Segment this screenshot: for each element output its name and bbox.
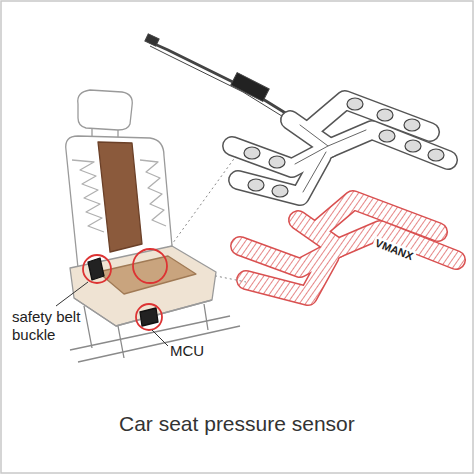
- sensor-footprint: [240, 200, 456, 296]
- sensor-mat: [295, 125, 366, 192]
- car-seat: [66, 136, 172, 268]
- car-seat: [133, 249, 167, 283]
- sensor-mat: [244, 98, 444, 197]
- car-seat: [98, 256, 196, 294]
- car-seat: [78, 90, 133, 130]
- car-seat: [72, 160, 104, 232]
- sensor-mat: [232, 100, 448, 196]
- caption: Car seat pressure sensor: [119, 412, 355, 436]
- part-label: safety belt buckle: [12, 308, 112, 344]
- sensor-cable: [231, 73, 269, 102]
- car-seat: [136, 304, 162, 330]
- sensor-cable: [150, 42, 300, 122]
- sensor-mat: [238, 156, 322, 196]
- sensor-mat: [379, 130, 395, 142]
- car-seat: [98, 142, 142, 252]
- sensor-mat: [347, 98, 363, 110]
- leader-line: [56, 282, 88, 306]
- car-seat: [83, 255, 111, 283]
- sensor-cable: [145, 34, 300, 126]
- car-seat: [70, 246, 216, 326]
- sensor-cable: [150, 46, 298, 126]
- part-label: MCU: [170, 342, 204, 360]
- sensor-cable: [145, 34, 159, 46]
- sensor-mat: [232, 98, 448, 197]
- car-seat: [140, 160, 166, 226]
- sensor-footprint: [246, 256, 330, 296]
- sensor-mat: [238, 156, 322, 196]
- car-seat: [140, 308, 158, 326]
- car-seat: [66, 90, 240, 362]
- projection-line: [162, 156, 236, 258]
- sensor-mat: [330, 130, 448, 160]
- sensor-mat: [232, 100, 448, 196]
- sensor-footprint: [240, 200, 456, 296]
- sensor-mat: [404, 119, 420, 131]
- sensor-mat: [405, 140, 421, 152]
- sensor-mat: [248, 179, 264, 191]
- sensor-mat: [428, 149, 444, 161]
- sensor-mat: [295, 125, 366, 192]
- sensor-mat: [244, 147, 260, 159]
- car-seat: [74, 298, 212, 326]
- sensor-mat: [377, 109, 393, 121]
- sensor-footprint: [240, 200, 456, 296]
- sensor-mat: [272, 185, 288, 197]
- leader-line: [152, 330, 168, 346]
- sensor-mat: [269, 156, 285, 168]
- car-seat: [88, 258, 104, 280]
